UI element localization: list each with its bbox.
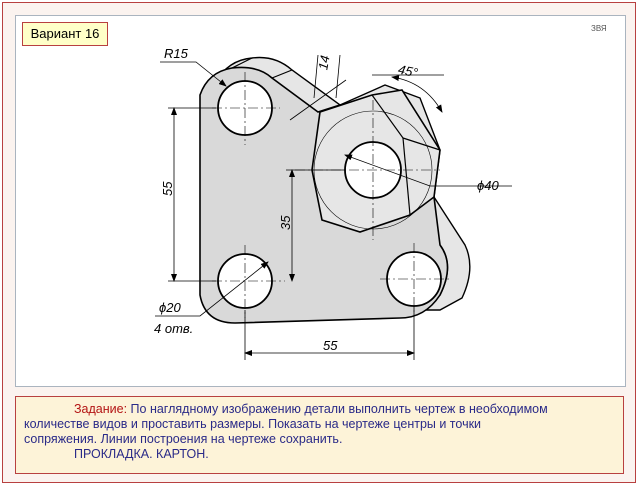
dim-horizontal-55: 55 [323, 338, 338, 353]
leader-r15 [160, 61, 227, 87]
task-panel: Задание: По наглядному изображению детал… [15, 396, 624, 474]
dim-vertical-55-lines [168, 107, 216, 282]
sheet-code: ЗВЯ [591, 24, 607, 33]
dim-phi40: ϕ40 [477, 178, 499, 193]
dim-angle: 45° [397, 62, 419, 81]
task-text-4: ПРОКЛАДКА. КАРТОН. [74, 447, 209, 461]
task-text-1: По наглядному изображению детали выполни… [130, 402, 548, 416]
task-line-2: количестве видов и проставить размеры. П… [24, 417, 482, 431]
dim-hole-count: 4 отв. [154, 321, 193, 336]
dim-vertical-35: 35 [278, 215, 293, 230]
dim-vertical-55: 55 [160, 181, 175, 196]
variant-label: Вариант 16 [22, 22, 108, 46]
dim-phi20: ϕ20 [159, 300, 181, 315]
dim-thickness: 14 [315, 54, 332, 71]
task-line-3: сопряжения. Линии построения на чертеже … [24, 432, 343, 446]
dim-horizontal-55-lines [244, 306, 415, 360]
angle-45-arc [372, 74, 444, 113]
dim-vertical-35-lines [286, 169, 345, 282]
leader-phi20 [155, 261, 269, 317]
leader-thickness [289, 54, 347, 121]
task-line-1: Задание: По наглядному изображению детал… [24, 402, 615, 417]
leader-phi40 [344, 154, 512, 187]
task-line-4: ПРОКЛАДКА. КАРТОН. [24, 447, 615, 462]
dim-r15: R15 [164, 46, 189, 61]
task-label: Задание: [74, 402, 128, 416]
